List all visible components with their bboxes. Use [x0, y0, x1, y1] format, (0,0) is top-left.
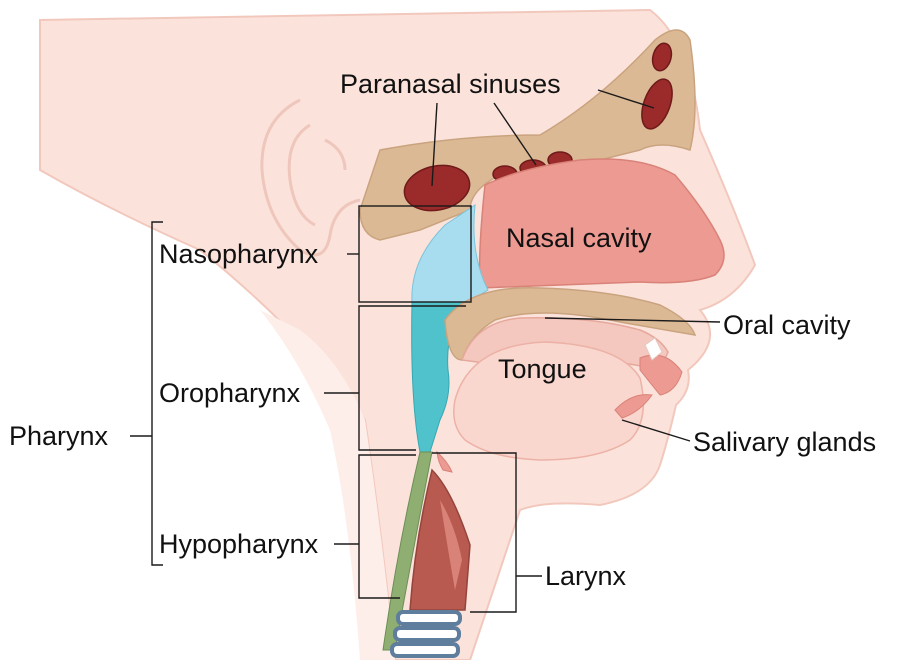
label-larynx: Larynx [545, 561, 627, 591]
label-tongue: Tongue [498, 354, 587, 384]
label-oropharynx: Oropharynx [159, 378, 301, 408]
label-oral-cavity: Oral cavity [723, 310, 851, 340]
label-salivary-glands: Salivary glands [693, 427, 876, 457]
label-nasal-cavity: Nasal cavity [506, 223, 652, 253]
label-paranasal-sinuses: Paranasal sinuses [340, 69, 561, 99]
label-nasopharynx: Nasopharynx [159, 239, 319, 269]
label-hypopharynx: Hypopharynx [159, 529, 319, 559]
trachea-rings [392, 612, 460, 656]
label-pharynx: Pharynx [9, 421, 109, 451]
